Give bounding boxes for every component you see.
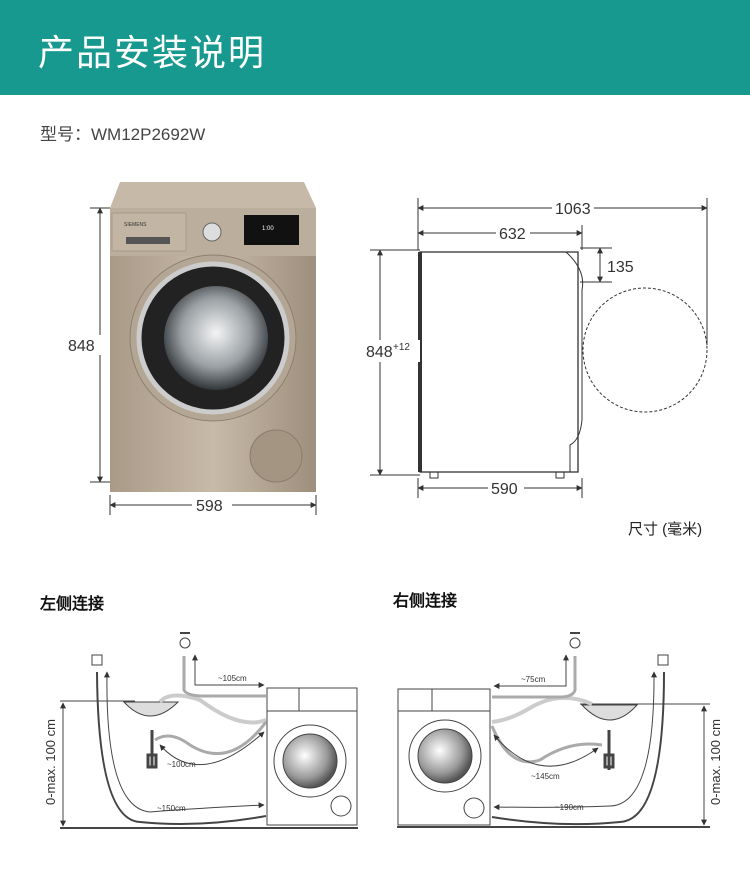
left-drain-hose-label: ~100cm — [167, 760, 196, 769]
depth-door-open-label: 1063 — [555, 201, 591, 218]
front-view-machine: SIEMENS 1:00 — [110, 182, 316, 492]
pump-cover — [249, 429, 303, 483]
side-view-machine — [418, 251, 708, 479]
page-header: 产品安装说明 — [0, 0, 750, 95]
front-height-label: 848 — [68, 338, 95, 355]
side-height-label: 848 — [366, 344, 393, 361]
depth-bottom-label: 590 — [491, 481, 518, 498]
right-drain-hose-label: ~145cm — [531, 772, 560, 781]
right-connection-title: 右侧连接 — [393, 591, 458, 610]
left-connection-title: 左侧连接 — [40, 594, 105, 613]
left-connection-diagram — [60, 632, 358, 829]
program-dial — [202, 222, 222, 242]
right-height-range-label: 0-max. 100 cm — [708, 719, 723, 805]
left-power-cord-label: ~150cm — [157, 804, 186, 813]
model-value: WM12P2692W — [91, 125, 206, 144]
door-offset-label: 135 — [607, 259, 634, 276]
right-water-inlet-label: ~75cm — [521, 675, 546, 684]
model-number: 型号：WM12P2692W — [40, 120, 205, 145]
display-readout: 1:00 — [262, 226, 274, 232]
display-panel — [244, 215, 299, 245]
right-power-cord-label: ~190cm — [555, 803, 584, 812]
model-label: 型号： — [40, 125, 91, 144]
door-glass — [164, 286, 268, 390]
door-swing-circle — [582, 287, 708, 413]
right-connection-diagram — [397, 632, 710, 828]
depth-top-label: 632 — [499, 226, 526, 243]
left-height-range-label: 0-max. 100 cm — [43, 719, 58, 805]
brand-logo: SIEMENS — [124, 222, 147, 228]
front-width-label: 598 — [196, 498, 223, 515]
page-title: 产品安装说明 — [38, 33, 267, 74]
left-water-inlet-label: ~105cm — [218, 674, 247, 683]
unit-note: 尺寸 (毫米) — [628, 521, 703, 538]
height-tolerance-label: +12 — [393, 342, 410, 353]
